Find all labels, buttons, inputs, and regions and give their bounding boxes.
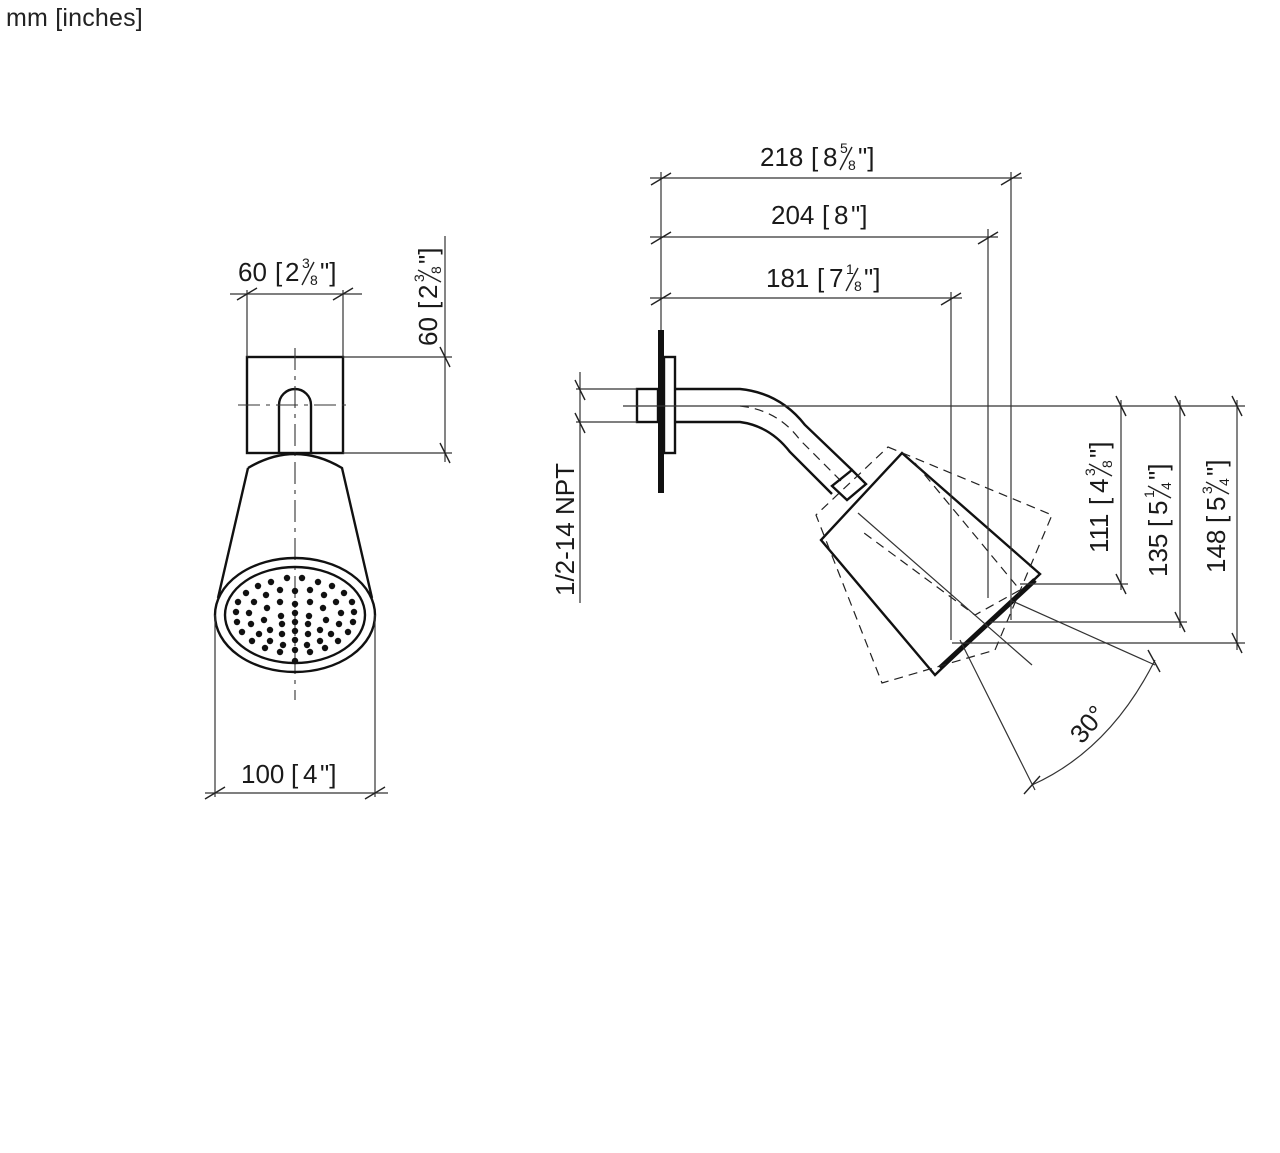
label-drop-111: 111 [ 4 3 8 "] [1082,442,1115,553]
svg-text:[: [ [1201,515,1231,523]
svg-text:[: [ [817,263,825,293]
svg-text:4: 4 [303,759,317,789]
svg-text:[: [ [275,257,283,287]
units-label: mm [inches] [6,4,143,32]
svg-text:"]: "] [1201,460,1231,476]
spray-nozzles [232,574,358,665]
shower-arm-top [675,387,853,471]
svg-text:4: 4 [1084,479,1114,493]
svg-text:218: 218 [760,142,803,172]
side-view [574,172,1245,795]
head-tilt-position-a [815,446,1053,684]
svg-text:8: 8 [854,278,862,294]
label-flange-width: 60 [ 2 3 8 "] [238,255,336,288]
svg-text:1: 1 [846,261,854,277]
svg-text:8: 8 [428,266,444,274]
svg-text:3: 3 [1199,486,1215,494]
svg-text:5: 5 [840,140,848,156]
svg-text:8: 8 [1099,460,1115,468]
dim-head-diameter [204,615,388,800]
label-drop-135: 135 [ 5 1 4 "] [1141,464,1174,577]
wall-plate [658,330,664,493]
label-projection-218: 218 [ 8 5 8 "] [760,140,874,173]
dim-projection-204 [650,229,999,598]
escutcheon [662,355,677,455]
dim-thread [574,372,637,603]
svg-text:"]: "] [1084,442,1114,458]
arm-centerline [739,405,843,483]
svg-text:148: 148 [1201,530,1231,573]
svg-text:8: 8 [834,200,848,230]
svg-text:5: 5 [1143,501,1173,515]
arm-nut [830,468,868,502]
shower-head-body [819,451,1042,677]
svg-text:[: [ [291,759,299,789]
svg-text:"]: "] [320,257,336,287]
label-projection-204: 204 [ 8 "] [771,200,867,230]
label-head-diameter: 100 [ 4 "] [241,759,336,789]
angle-line-upper [1009,599,1156,666]
head-body-right [247,452,374,599]
head-axis [857,512,1033,666]
svg-text:"]: "] [1143,464,1173,480]
svg-text:3: 3 [302,255,310,271]
dim-projection-181 [650,292,962,640]
dim-flange-width [230,287,362,357]
head-body-left [216,467,250,599]
angle-line-lower [959,639,1036,791]
svg-text:8: 8 [310,272,318,288]
svg-text:7: 7 [829,263,843,293]
shower-arm-bottom [675,420,833,495]
label-projection-181: 181 [ 7 1 8 "] [766,261,880,294]
svg-text:1: 1 [1141,490,1157,498]
dim-drop-148 [952,395,1245,654]
dim-flange-height [343,236,452,464]
svg-text:"]: "] [413,248,443,264]
svg-text:204: 204 [771,200,814,230]
svg-text:[: [ [811,142,819,172]
svg-text:3: 3 [1082,468,1098,476]
dim-drop-135 [990,395,1187,633]
svg-text:"]: "] [858,142,874,172]
label-flange-height: 60 [ 2 3 8 "] [411,248,444,346]
svg-text:3: 3 [411,274,427,282]
front-view [204,236,452,800]
svg-text:5: 5 [1201,497,1231,511]
svg-text:8: 8 [823,142,837,172]
svg-text:60: 60 [413,317,443,346]
svg-text:"]: "] [851,200,867,230]
svg-text:2: 2 [285,257,299,287]
label-tilt-angle: 30° [1064,699,1112,748]
svg-text:"]: "] [864,263,880,293]
svg-text:8: 8 [848,157,856,173]
svg-text:[: [ [1084,497,1114,505]
dim-projection-218 [650,172,1022,620]
svg-text:4: 4 [1216,478,1232,486]
svg-text:30°: 30° [1064,699,1112,748]
svg-text:"]: "] [320,759,336,789]
svg-text:100: 100 [241,759,284,789]
svg-text:135: 135 [1143,534,1173,577]
svg-text:[: [ [413,301,443,309]
label-thread-spec: 1/2-14 NPT [550,463,580,596]
head-tilt-position-b [859,462,1021,616]
spray-face [938,578,1037,670]
svg-text:[: [ [1143,519,1173,527]
svg-text:111: 111 [1084,513,1114,553]
svg-text:181: 181 [766,263,809,293]
svg-text:60: 60 [238,257,267,287]
dim-drop-111 [1020,395,1128,595]
svg-text:4: 4 [1158,482,1174,490]
svg-text:1/2-14 NPT: 1/2-14 NPT [550,463,580,596]
angle-arc [1031,659,1156,786]
svg-text:[: [ [822,200,830,230]
label-drop-148: 148 [ 5 3 4 "] [1199,460,1232,573]
svg-text:2: 2 [413,285,443,299]
